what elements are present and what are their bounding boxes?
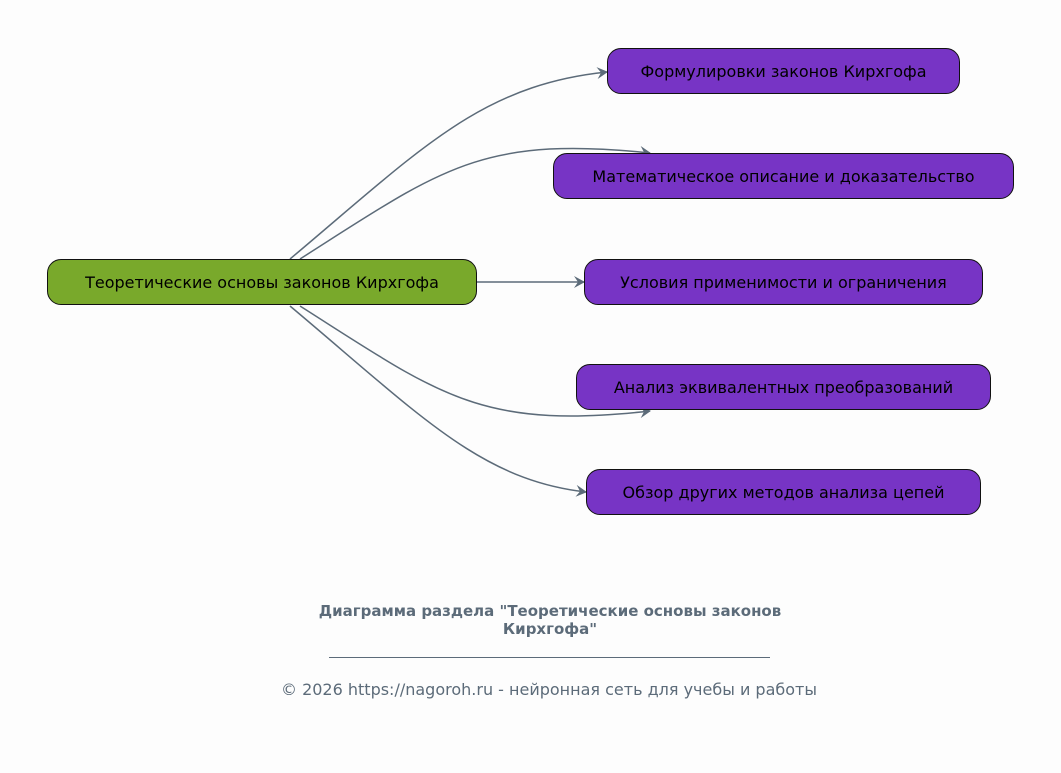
child-node-math[interactable]: Математическое описание и доказательство bbox=[553, 153, 1014, 199]
child-node-formulations[interactable]: Формулировки законов Кирхгофа bbox=[607, 48, 960, 94]
node-label: Условия применимости и ограничения bbox=[620, 272, 947, 292]
edge-5 bbox=[289, 305, 587, 497]
child-node-conditions[interactable]: Условия применимости и ограничения bbox=[584, 259, 983, 305]
divider bbox=[329, 657, 770, 658]
node-label: Анализ эквивалентных преобразований bbox=[613, 377, 954, 397]
node-label: Математическое описание и доказательство bbox=[592, 166, 975, 186]
child-node-equivalent[interactable]: Анализ эквивалентных преобразований bbox=[576, 364, 991, 410]
root-node[interactable]: Теоретические основы законов Кирхгофа bbox=[47, 259, 477, 305]
edge-4 bbox=[299, 305, 651, 419]
child-node-other-methods[interactable]: Обзор других методов анализа цепей bbox=[586, 469, 981, 515]
root-node-label: Теоретические основы законов Кирхгофа bbox=[85, 272, 439, 292]
node-label: Обзор других методов анализа цепей bbox=[622, 482, 945, 502]
edge-1 bbox=[289, 67, 608, 260]
footer-copyright: © 2026 https://nagoroh.ru - нейронная се… bbox=[280, 680, 817, 699]
node-label: Формулировки законов Кирхгофа bbox=[640, 61, 927, 81]
edge-2 bbox=[299, 145, 651, 260]
diagram-caption: Диаграмма раздела "Теоретические основы … bbox=[318, 602, 782, 638]
